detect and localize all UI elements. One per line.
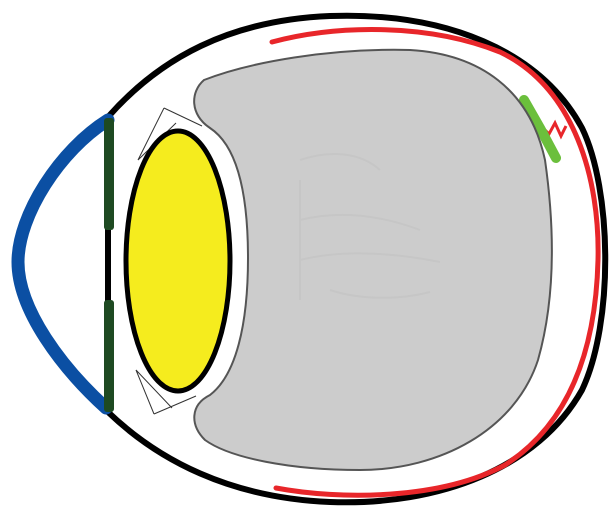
iris-upper	[104, 118, 114, 230]
iris-lower	[104, 300, 114, 412]
vitreous-body	[194, 50, 552, 470]
lens	[126, 131, 230, 391]
cornea	[18, 120, 108, 408]
